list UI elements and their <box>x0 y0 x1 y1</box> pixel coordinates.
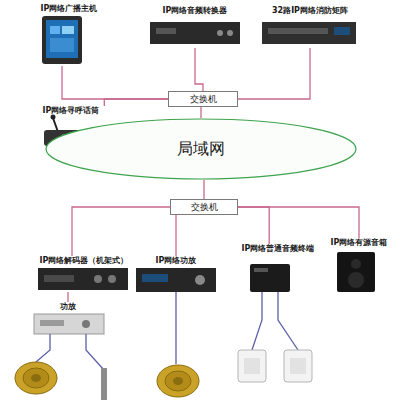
decoder-rack <box>38 268 128 290</box>
speaker-driver <box>351 259 361 269</box>
audio-converter: IP网络音频转换器 <box>148 6 242 48</box>
device-label: IP网络普通音频终端 <box>234 244 322 254</box>
speaker-driver <box>348 272 364 288</box>
host-window <box>62 26 74 34</box>
terminal-box <box>250 264 290 292</box>
network-cable <box>203 180 204 199</box>
mic-gooseneck <box>53 118 58 132</box>
amp-knob <box>82 320 90 328</box>
speaker-wire <box>36 334 50 362</box>
converter-knob <box>227 30 233 36</box>
host-screen <box>46 20 78 58</box>
horn-center <box>31 374 41 382</box>
device-label: IP网络音频转换器 <box>148 6 242 16</box>
amp-rack <box>34 314 104 334</box>
network-cable <box>67 292 68 302</box>
pole <box>101 368 107 400</box>
fire-matrix: 32路IP网络消防矩阵 <box>258 6 362 48</box>
amp-panel <box>40 320 64 326</box>
host-tablet <box>42 16 82 64</box>
speaker-wire <box>86 334 104 370</box>
network-cable <box>72 207 170 256</box>
host-window <box>50 38 74 52</box>
node-label: 交换机 <box>191 201 218 213</box>
horn-speaker <box>15 362 57 394</box>
broadcast-host: IP网络广播主机 <box>34 4 104 66</box>
ceiling-speaker <box>238 350 266 382</box>
terminal-port <box>254 268 268 272</box>
decoder-knob <box>94 275 102 283</box>
speaker-wire <box>175 292 176 364</box>
ip-amp-rack <box>136 268 216 292</box>
device-label: IP网络解码器（机架式） <box>34 256 134 266</box>
decoder-panel <box>44 275 74 282</box>
matrix-display <box>334 27 350 35</box>
matrix-panel <box>268 28 328 34</box>
speaker-grill <box>290 358 306 374</box>
device-label: IP网络寻呼话筒 <box>34 106 108 116</box>
network-switch: 交换机 <box>170 199 238 215</box>
speaker-grill <box>244 358 260 374</box>
ip-amp-display <box>142 274 168 282</box>
mic-head <box>51 115 56 120</box>
network-cable <box>200 107 201 118</box>
network-cable <box>238 207 359 238</box>
audio-terminal: IP网络普通音频终端 <box>234 244 322 292</box>
device-label: 32路IP网络消防矩阵 <box>258 6 362 16</box>
active-speaker: IP网络有源音箱 <box>322 238 396 294</box>
amplifier: 功放 <box>32 302 104 336</box>
device-label: IP网络广播主机 <box>34 4 104 14</box>
host-window <box>50 26 60 34</box>
lan-ellipse: 局域网 <box>45 118 357 180</box>
matrix-rack <box>262 22 356 44</box>
device-label: 功放 <box>32 302 104 312</box>
ip-amp-knob <box>195 275 205 285</box>
ceiling-speaker <box>284 350 312 382</box>
device-label: IP网络有源音箱 <box>322 238 396 248</box>
network-cable <box>104 99 168 106</box>
horn-center <box>173 377 183 385</box>
horn-ring <box>23 368 49 388</box>
network-cable <box>238 48 310 99</box>
network-cable <box>62 66 168 99</box>
decoder: IP网络解码器（机架式） <box>34 256 134 292</box>
network-cable <box>238 207 269 244</box>
decoder-knob <box>108 275 116 283</box>
active-speaker-box <box>337 252 375 292</box>
network-cable <box>195 48 203 91</box>
lan-ellipse-shape <box>46 119 356 179</box>
node-label: 局域网 <box>177 140 225 158</box>
node-label: 交换机 <box>190 93 217 105</box>
converter-rack <box>150 22 240 44</box>
network-cable <box>175 215 176 256</box>
horn-speaker <box>157 365 199 397</box>
speaker-wire <box>252 292 262 350</box>
converter-knob <box>217 30 223 36</box>
device-label: IP网络功放 <box>134 256 218 266</box>
network-switch: 交换机 <box>168 91 238 107</box>
ip-amplifier: IP网络功放 <box>134 256 218 294</box>
horn-ring <box>165 371 191 391</box>
converter-panel <box>156 28 176 34</box>
speaker-wire <box>278 292 298 350</box>
